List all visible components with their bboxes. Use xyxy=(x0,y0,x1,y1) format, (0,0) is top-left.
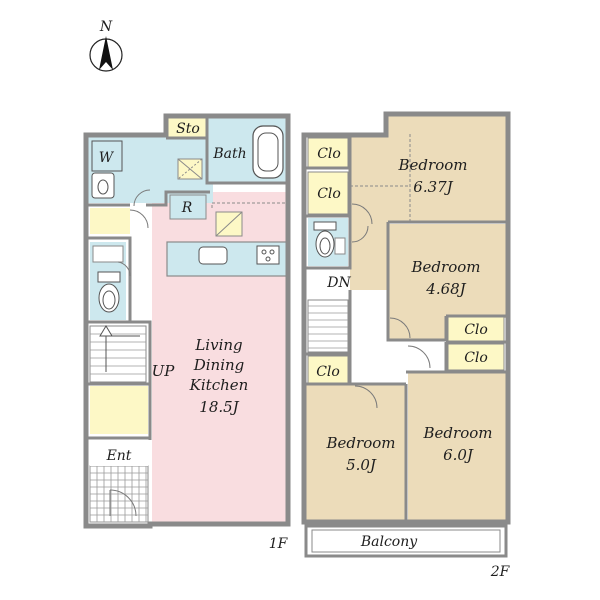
closet-2f-1-label: Clo xyxy=(317,146,341,162)
floor-1-outer-wall xyxy=(83,113,291,529)
storage-area xyxy=(166,118,207,138)
compass-north-label: N xyxy=(99,19,113,35)
entrance-label: Ent xyxy=(106,448,132,464)
bedroom-d-area xyxy=(408,372,506,520)
entrance-door-swing xyxy=(109,489,137,517)
closet-2f-4-label: Clo xyxy=(464,350,488,366)
balcony-area xyxy=(304,524,508,558)
floor-2-label: 2F xyxy=(490,564,511,580)
toilet-icon xyxy=(97,271,121,313)
floor-2: Clo Clo Clo Clo Clo DN Bedroom 6.37J Bed… xyxy=(301,111,511,580)
ldk-label-line1: Living xyxy=(194,336,242,354)
stairs-1f xyxy=(89,325,147,383)
compass-arrow-icon xyxy=(99,36,113,70)
shoe-closet xyxy=(90,386,148,434)
floor-1-label: 1F xyxy=(269,536,289,552)
bath-label: Bath xyxy=(212,146,246,162)
bedroom-c-name: Bedroom xyxy=(326,434,396,452)
toilet-sink-icon xyxy=(92,245,124,263)
closet-1f-top xyxy=(90,208,130,234)
bedroom-c-area xyxy=(306,384,406,520)
kitchen-sink-icon xyxy=(198,246,228,265)
closet-2f-5-label: Clo xyxy=(316,364,340,380)
closet-2f-3-label: Clo xyxy=(464,322,488,338)
north-compass: N xyxy=(89,19,123,72)
bedroom-a-name: Bedroom xyxy=(398,156,468,174)
ldk-label-line2: Dining xyxy=(193,356,245,374)
bedroom-b-size: 4.68J xyxy=(425,280,466,298)
closet-2f-5 xyxy=(307,355,349,385)
closet-2f-2 xyxy=(307,171,349,215)
closet-2f-3 xyxy=(447,315,505,343)
ceiling-hatch-icon xyxy=(177,158,203,180)
bedroom-a-size: 6.37J xyxy=(413,178,453,196)
stairs-up-label: UP xyxy=(152,362,176,380)
closet-2f-4 xyxy=(447,343,505,371)
floor-hatch-icon xyxy=(215,211,243,237)
bedroom-c-size: 5.0J xyxy=(346,456,377,474)
storage-label: Sto xyxy=(176,121,200,137)
entrance-step xyxy=(90,440,148,466)
washroom-label: W xyxy=(99,150,115,166)
refrigerator-space xyxy=(169,194,207,220)
ldk-label-line3: Kitchen xyxy=(189,376,249,394)
bedroom-b-name: Bedroom xyxy=(411,258,481,276)
closet-2f-2-label: Clo xyxy=(317,186,341,202)
bedroom-a-area xyxy=(350,116,506,290)
refrigerator-label: R xyxy=(181,200,193,216)
stairs-down-label: DN xyxy=(326,275,351,291)
ldk-size-label: 18.5J xyxy=(199,398,239,416)
toilet-2f-icon xyxy=(313,221,337,258)
balcony-label: Balcony xyxy=(360,534,418,550)
washing-machine-icon xyxy=(91,140,123,172)
wash-basin-icon xyxy=(91,172,115,199)
floor-1: Sto W Bath R UP Living Dining Kitchen 18… xyxy=(83,113,291,552)
closet-2f-1 xyxy=(307,137,349,169)
stairs-2f xyxy=(307,299,349,353)
bedroom-d-name: Bedroom xyxy=(423,424,493,442)
bedroom-d-size: 6.0J xyxy=(443,446,474,464)
bathtub-icon xyxy=(252,125,284,179)
bedroom-b-area xyxy=(388,224,506,340)
floor-2-outer-wall xyxy=(301,111,511,525)
